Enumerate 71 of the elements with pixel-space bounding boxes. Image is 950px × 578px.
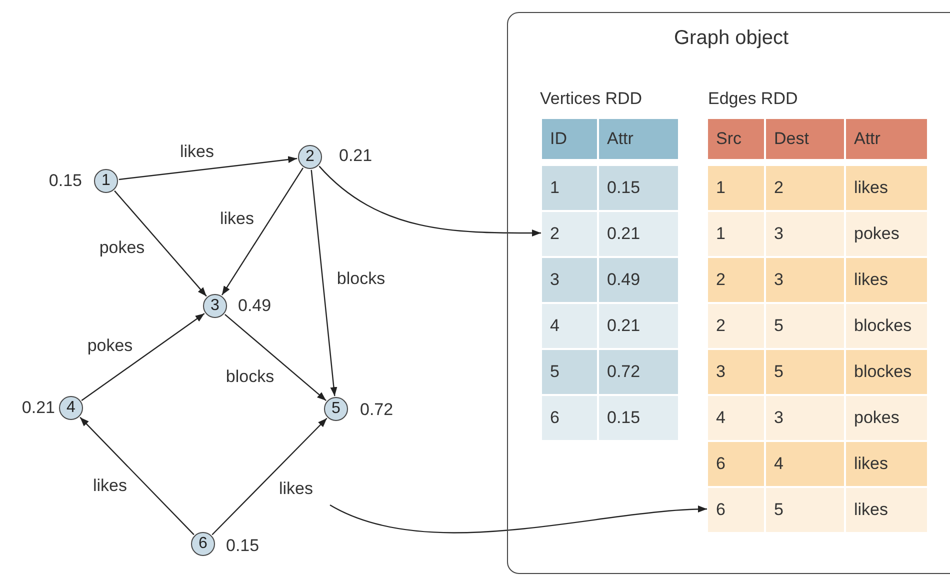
table-cell: 3 <box>708 350 764 394</box>
vertex-value: 0.72 <box>360 400 394 420</box>
table-cell: 3 <box>766 396 844 440</box>
table-cell: pokes <box>846 396 927 440</box>
table-cell: likes <box>846 166 927 210</box>
vertex-circle: 6 <box>191 532 215 556</box>
vertex-circle: 5 <box>324 397 348 421</box>
table-cell: 4 <box>542 304 597 348</box>
table-cell: 3 <box>542 258 597 302</box>
table-cell: ID <box>542 119 597 159</box>
vertex-value: 0.21 <box>22 398 55 418</box>
edge-label: pokes <box>85 336 135 356</box>
edge-label: pokes <box>97 238 147 258</box>
table-cell: likes <box>846 442 927 486</box>
table-cell: Src <box>708 119 764 159</box>
table-cell: 3 <box>766 258 844 302</box>
table-cell: 1 <box>542 166 597 210</box>
table-row <box>708 488 927 532</box>
vertex-circle: 1 <box>94 169 118 193</box>
table-title: Vertices RDD <box>540 89 642 109</box>
arrow <box>224 314 326 402</box>
vertex-value: 0.15 <box>226 536 260 556</box>
vertex-circle: 3 <box>203 294 227 318</box>
table-cell: 6 <box>708 488 764 532</box>
table-cell: 0.21 <box>599 304 678 348</box>
table-cell: 1 <box>708 166 764 210</box>
table-cell: Attr <box>599 119 678 159</box>
table-title: Edges RDD <box>708 89 798 109</box>
table-cell: 0.21 <box>599 212 678 256</box>
table-cell: 5 <box>766 488 844 532</box>
table-cell: Dest <box>766 119 844 159</box>
table-cell: 0.15 <box>599 166 678 210</box>
table-cell: 0.15 <box>599 396 678 440</box>
vertex-value: 0.15 <box>48 171 82 191</box>
table-cell: 5 <box>542 350 597 394</box>
table-cell: likes <box>846 258 927 302</box>
table-cell: likes <box>846 488 927 532</box>
table-cell: 5 <box>766 350 844 394</box>
table-cell: 2 <box>708 304 764 348</box>
table-cell: 6 <box>542 396 597 440</box>
table-cell: 0.49 <box>599 258 678 302</box>
table-cell: 5 <box>766 304 844 348</box>
table-cell: 2 <box>708 258 764 302</box>
vertex-circle: 4 <box>59 396 83 420</box>
table-cell: 6 <box>708 442 764 486</box>
arrow <box>310 170 338 396</box>
arrow <box>212 418 328 536</box>
graph-object-panel <box>507 12 950 574</box>
panel-title: Graph object <box>674 28 789 48</box>
vertex-value: 0.21 <box>339 146 372 166</box>
table-cell: pokes <box>846 212 927 256</box>
table-cell: Attr <box>846 119 927 159</box>
table-cell: blockes <box>846 350 927 394</box>
table-cell: 1 <box>708 212 764 256</box>
arrow <box>80 416 194 536</box>
vertex-value: 0.49 <box>238 296 272 316</box>
table-cell: 0.72 <box>599 350 678 394</box>
curved-arrow <box>330 504 708 534</box>
curved-arrow <box>318 166 541 236</box>
arrow <box>221 168 304 296</box>
vertex-circle: 2 <box>298 145 322 169</box>
table-cell: 2 <box>766 166 844 210</box>
table-cell: 2 <box>542 212 597 256</box>
table-cell: 4 <box>708 396 764 440</box>
table-row <box>542 212 678 256</box>
arrow <box>114 190 207 297</box>
table-cell: 4 <box>766 442 844 486</box>
table-cell: blockes <box>846 304 927 348</box>
arrow <box>118 156 298 180</box>
arrow <box>81 313 205 401</box>
table-cell: 3 <box>766 212 844 256</box>
